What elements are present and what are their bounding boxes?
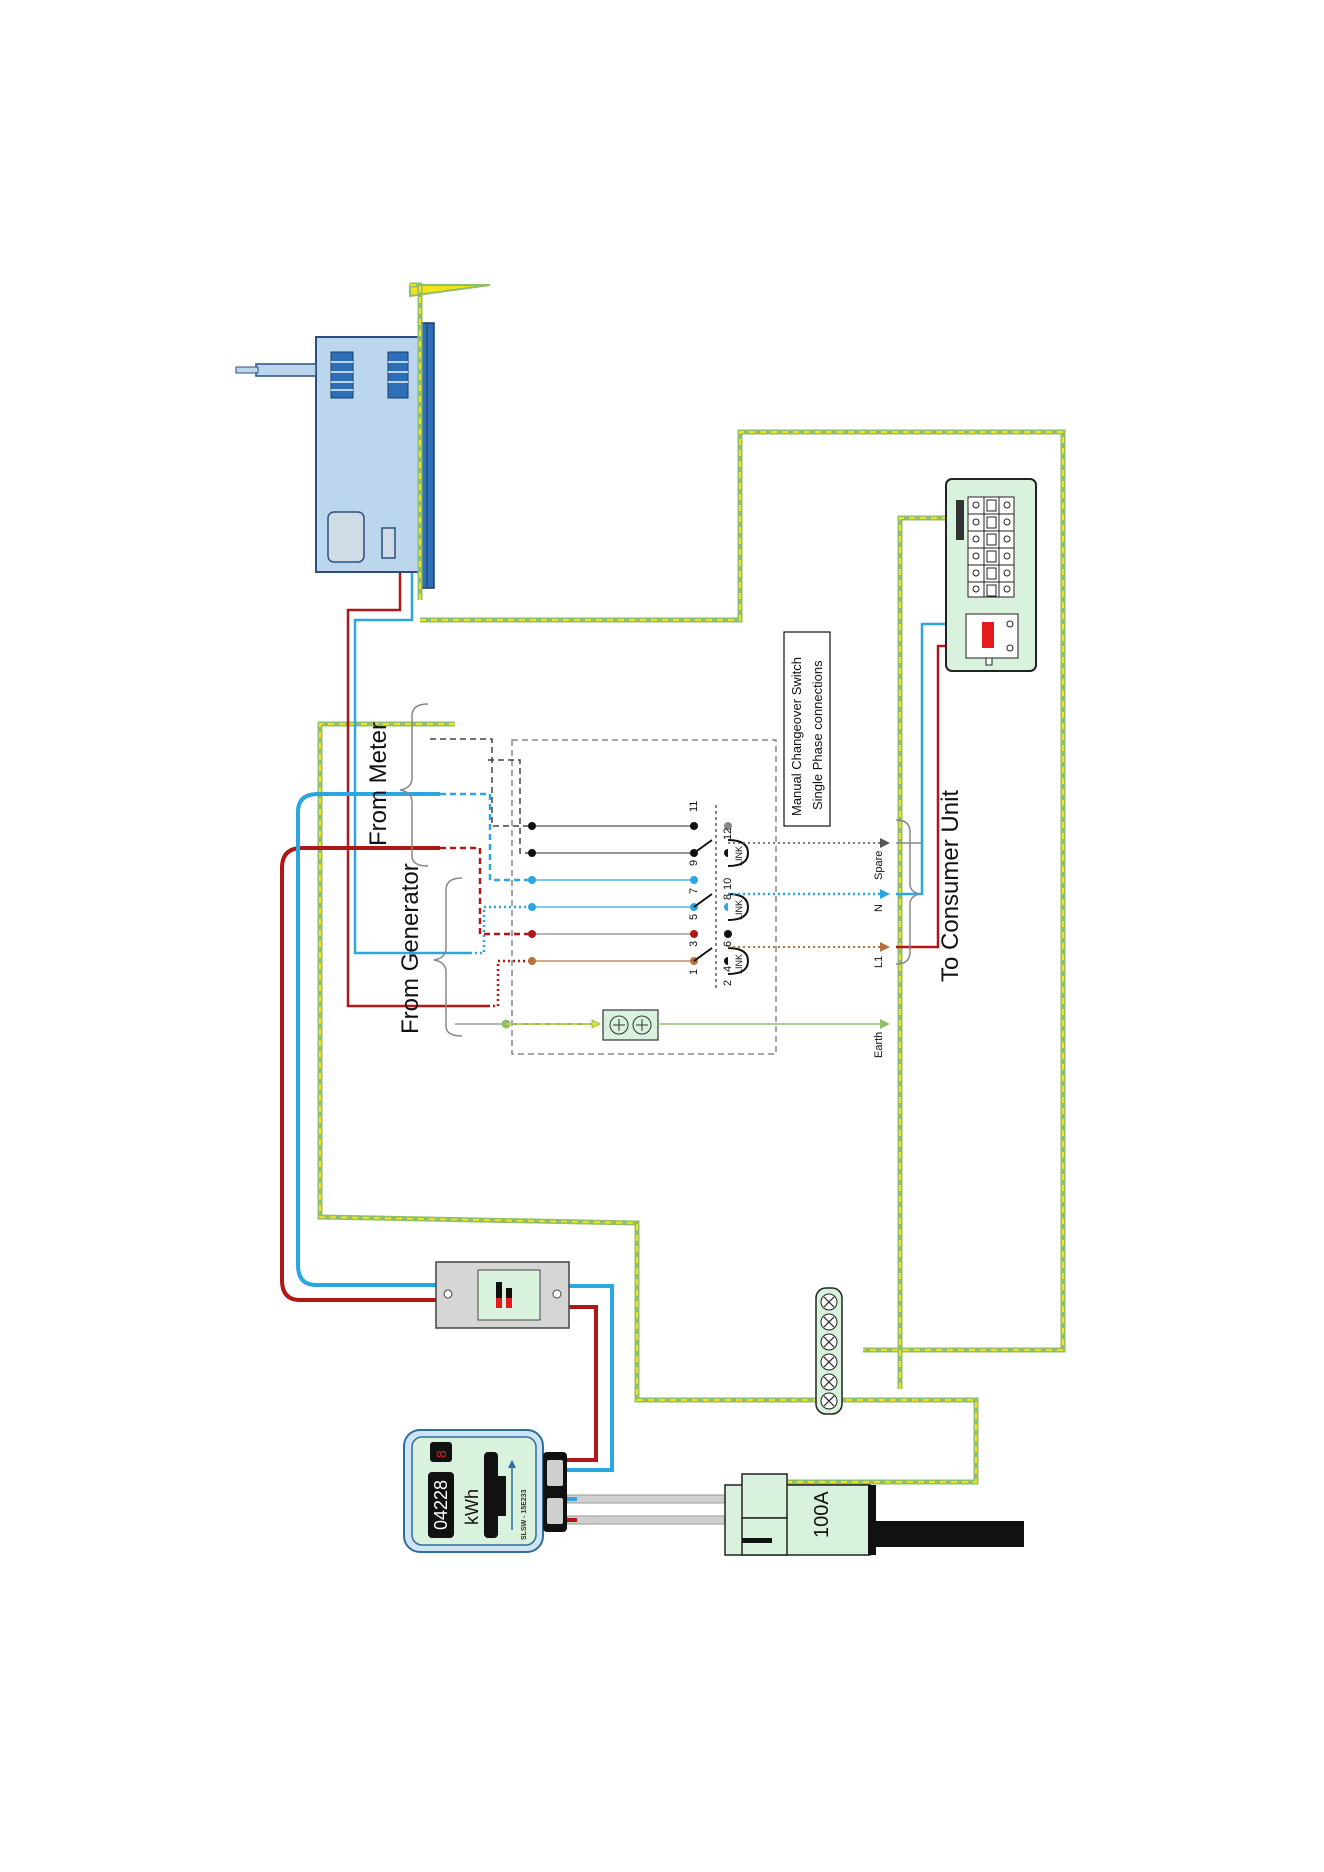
generator-socket (382, 528, 395, 558)
generator-panel (328, 512, 364, 562)
terminal-10: 10 (722, 878, 734, 890)
main-fuse: 100A (725, 1474, 876, 1555)
link-label-2: LINK (734, 900, 744, 920)
meter-reading: 04228 (431, 1480, 451, 1530)
terminal-4: 4 (722, 966, 734, 972)
terminal-1: 1 (688, 969, 700, 975)
from-meter-brace (400, 704, 428, 866)
link-label-1: LINK (734, 846, 744, 866)
from-meter-label: From Meter (365, 722, 392, 846)
terminal-6: 6 (722, 941, 734, 947)
link-label-3: LINK (734, 954, 744, 974)
generator (236, 285, 490, 588)
earth-terminal-bar (816, 1288, 842, 1414)
supply-cable (870, 1521, 1024, 1547)
generator-vent-right (388, 352, 408, 398)
terminal-5: 5 (688, 914, 700, 920)
meter-serial: SLSW - 15E233 (521, 1489, 528, 1540)
mcb-row (968, 497, 1014, 597)
switch-title-line1: Manual Changeover Switch (789, 657, 804, 816)
main-fuse-rating: 100A (811, 1491, 833, 1538)
terminal-11: 11 (688, 801, 700, 812)
terminal-9: 9 (688, 860, 700, 866)
terminal-7: 7 (688, 888, 700, 894)
from-generator-label: From Generator (397, 863, 424, 1034)
terminal-12: 12 (722, 828, 734, 840)
to-consumer-unit-label: To Consumer Unit (937, 790, 964, 982)
spare-label: Spare (873, 851, 885, 880)
earth-label: Earth (873, 1032, 885, 1058)
meter-indicator: 8 (433, 1450, 449, 1458)
live-label: L1 (873, 956, 885, 968)
terminal-2: 2 (722, 980, 734, 986)
main-switch (966, 614, 1018, 665)
consumer-unit-earth-bar (956, 500, 964, 540)
terminal-8: 8 (722, 894, 734, 900)
generator-vent-left (331, 352, 353, 398)
meter-unit: kWh (462, 1489, 482, 1525)
electricity-meter: 04228 8 kWh SLSW - 15E233 (404, 1430, 567, 1552)
generator-exhaust (256, 364, 316, 376)
meter-disc-slot (484, 1452, 498, 1538)
switch-title-box: Manual Changeover Switch Single Phase co… (784, 632, 830, 826)
neutral-label: N (873, 904, 885, 912)
switch-title-line2: Single Phase connections (810, 660, 825, 810)
terminal-3: 3 (688, 941, 700, 947)
isolator-switch (436, 1262, 569, 1328)
from-generator-brace (434, 878, 462, 1036)
consumer-unit (946, 479, 1036, 671)
